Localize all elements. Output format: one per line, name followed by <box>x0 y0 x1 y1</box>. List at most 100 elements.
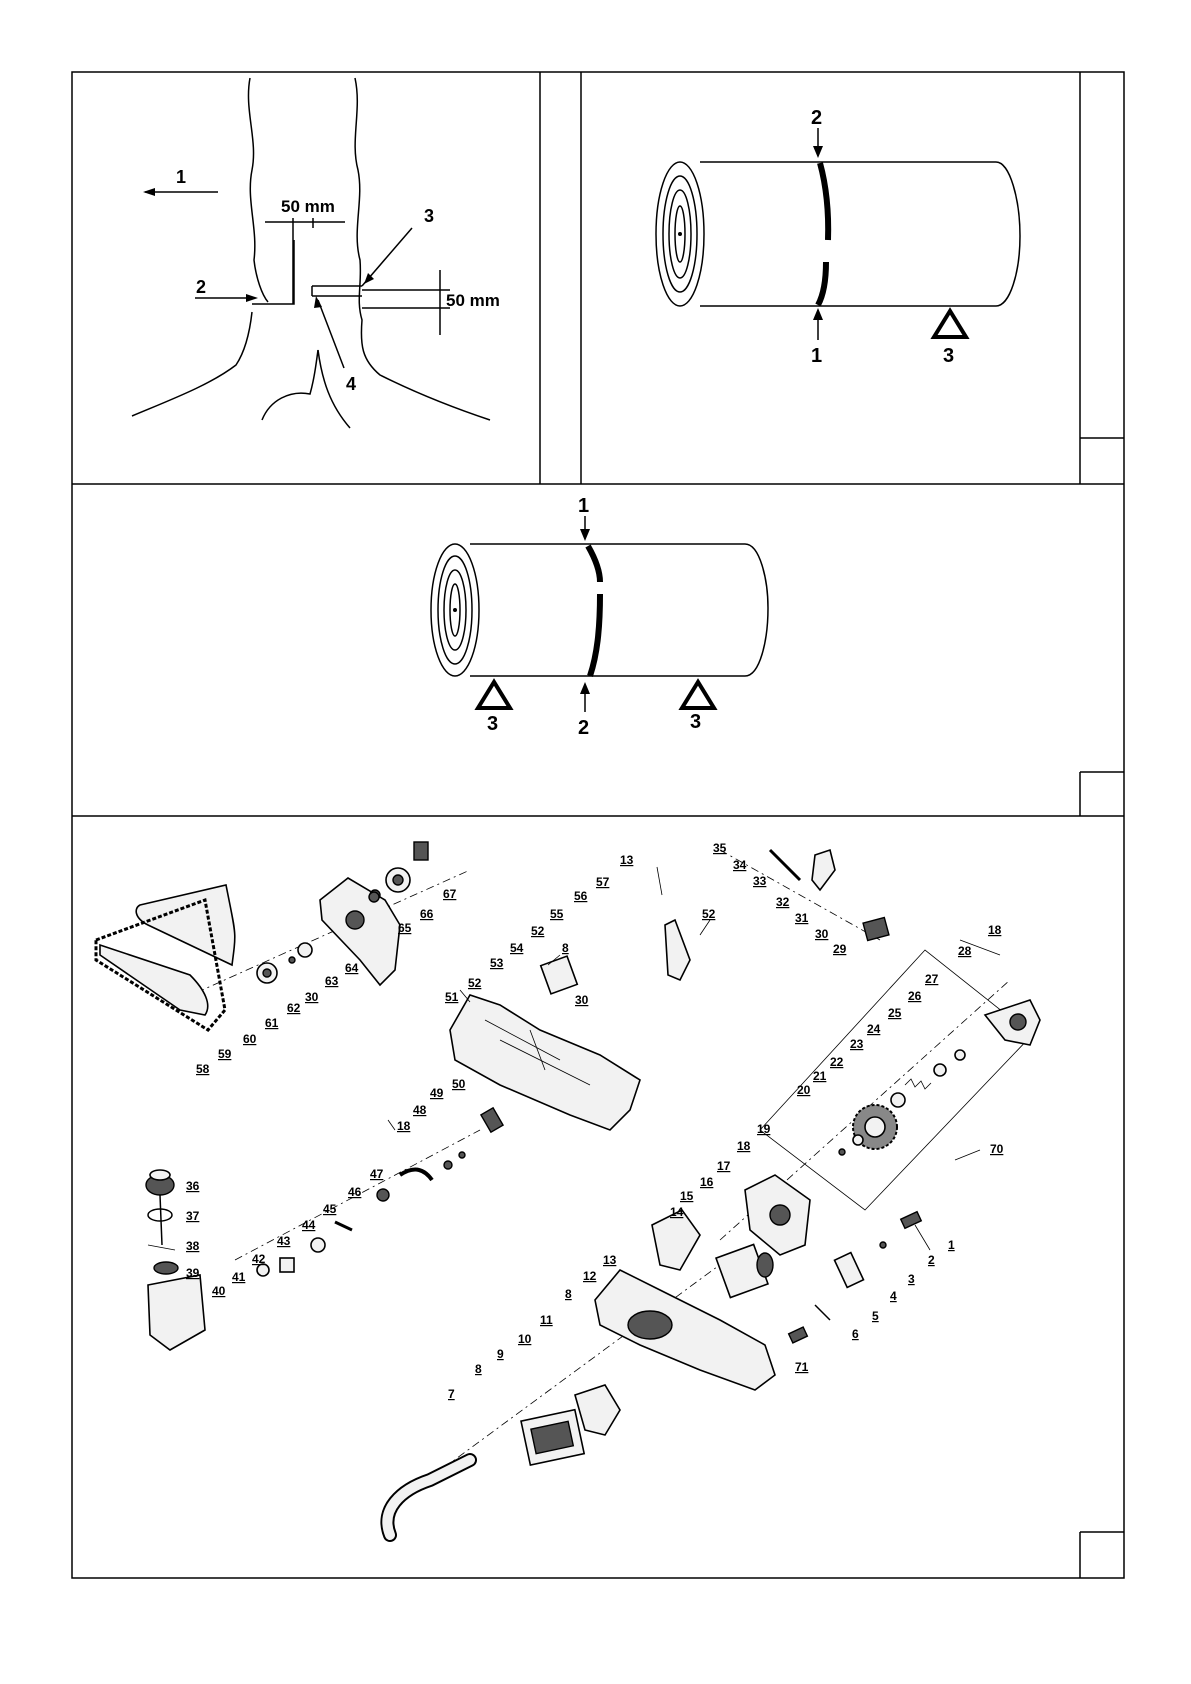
part-8b: 8 <box>565 1287 572 1301</box>
label-2: 2 <box>578 717 589 739</box>
part-33: 33 <box>753 874 767 888</box>
part-36: 36 <box>186 1179 200 1193</box>
part-26: 26 <box>908 989 922 1003</box>
label-1: 1 <box>176 167 186 187</box>
part-9: 9 <box>497 1347 504 1361</box>
part-17: 17 <box>717 1159 731 1173</box>
label-4: 4 <box>346 374 356 394</box>
part-21: 21 <box>813 1069 827 1083</box>
part-22: 22 <box>830 1055 844 1069</box>
oil-tank <box>148 1275 205 1350</box>
part-66: 66 <box>420 907 434 921</box>
root-middle <box>262 350 318 420</box>
part-2: 2 <box>928 1253 935 1267</box>
part-51: 51 <box>445 990 459 1004</box>
bar-nose <box>100 945 208 1015</box>
part-40: 40 <box>212 1284 226 1298</box>
support-triangle-right <box>682 682 714 708</box>
support-triangle <box>934 311 966 337</box>
part-53: 53 <box>490 956 504 970</box>
part-15: 15 <box>680 1189 694 1203</box>
label-3-right: 3 <box>690 711 701 733</box>
part-13a: 13 <box>620 853 634 867</box>
label-2: 2 <box>811 107 822 129</box>
exploded-view: 1 2 3 4 5 6 7 8 8 8 9 10 11 12 13 13 14 … <box>96 841 1040 1535</box>
part-52c: 52 <box>702 907 716 921</box>
part-23: 23 <box>850 1037 864 1051</box>
part-30b: 30 <box>305 990 319 1004</box>
part-67: 67 <box>443 887 457 901</box>
part-18a: 18 <box>988 923 1002 937</box>
part-32: 32 <box>776 895 790 909</box>
part-16: 16 <box>700 1175 714 1189</box>
trunk-left-edge <box>248 78 268 302</box>
part-13b: 13 <box>603 1253 617 1267</box>
cut-line-top <box>588 546 600 582</box>
part-59: 59 <box>218 1047 232 1061</box>
part-44: 44 <box>302 1218 316 1232</box>
part-11: 11 <box>540 1313 553 1327</box>
part-25: 25 <box>888 1006 902 1020</box>
support-triangle-left <box>478 682 510 708</box>
part-8c: 8 <box>475 1362 482 1376</box>
cut-line-bottom <box>818 262 826 305</box>
part-6: 6 <box>852 1327 859 1341</box>
part-18b: 18 <box>397 1119 411 1133</box>
part-62: 62 <box>287 1001 301 1015</box>
sprocket-cover <box>320 878 400 985</box>
part-70: 70 <box>990 1142 1004 1156</box>
label-3-left: 3 <box>487 713 498 735</box>
part-4: 4 <box>890 1289 897 1303</box>
part-27: 27 <box>925 972 939 986</box>
part-71: 71 <box>795 1360 809 1374</box>
part-37: 37 <box>186 1209 200 1223</box>
label-3: 3 <box>424 206 434 226</box>
part-58: 58 <box>196 1062 210 1076</box>
cut-line-top <box>820 163 828 240</box>
part-55: 55 <box>550 907 564 921</box>
part-8a: 8 <box>562 941 569 955</box>
part-43: 43 <box>277 1234 291 1248</box>
part-54: 54 <box>510 941 524 955</box>
assembly-box-70 <box>760 950 1032 1210</box>
part-24: 24 <box>867 1022 881 1036</box>
cut-line-bottom <box>590 594 600 676</box>
part-3: 3 <box>908 1272 915 1286</box>
part-10: 10 <box>518 1332 532 1346</box>
root-left <box>132 312 252 416</box>
label-1: 1 <box>811 345 822 367</box>
dimension-horizontal: 50 mm <box>281 197 335 216</box>
part-64: 64 <box>345 961 359 975</box>
part-56: 56 <box>574 889 588 903</box>
part-28: 28 <box>958 944 972 958</box>
part-5: 5 <box>872 1309 879 1323</box>
part-18c: 18 <box>737 1139 751 1153</box>
part-31: 31 <box>795 911 809 925</box>
part-19: 19 <box>757 1122 771 1136</box>
guide-bar <box>136 885 235 965</box>
figure-log-cut-two-supports: 1 2 3 3 <box>431 495 768 739</box>
part-50: 50 <box>452 1077 466 1091</box>
label-1: 1 <box>578 495 589 517</box>
dimension-vertical: 50 mm <box>446 291 500 310</box>
trunk-right-edge <box>355 78 490 420</box>
part-1: 1 <box>948 1238 955 1252</box>
notch-cut <box>252 240 294 304</box>
part-20: 20 <box>797 1083 811 1097</box>
part-49: 49 <box>430 1086 444 1100</box>
label-2: 2 <box>196 277 206 297</box>
label-3: 3 <box>943 345 954 367</box>
part-52a: 52 <box>468 976 482 990</box>
part-47: 47 <box>370 1167 384 1181</box>
part-35: 35 <box>713 841 727 855</box>
part-61: 61 <box>265 1016 279 1030</box>
part-34: 34 <box>733 858 747 872</box>
part-38: 38 <box>186 1239 200 1253</box>
part-41: 41 <box>232 1270 246 1284</box>
part-46: 46 <box>348 1185 362 1199</box>
part-63: 63 <box>325 974 339 988</box>
part-14: 14 <box>670 1205 684 1219</box>
part-45: 45 <box>323 1202 337 1216</box>
part-12: 12 <box>583 1269 597 1283</box>
